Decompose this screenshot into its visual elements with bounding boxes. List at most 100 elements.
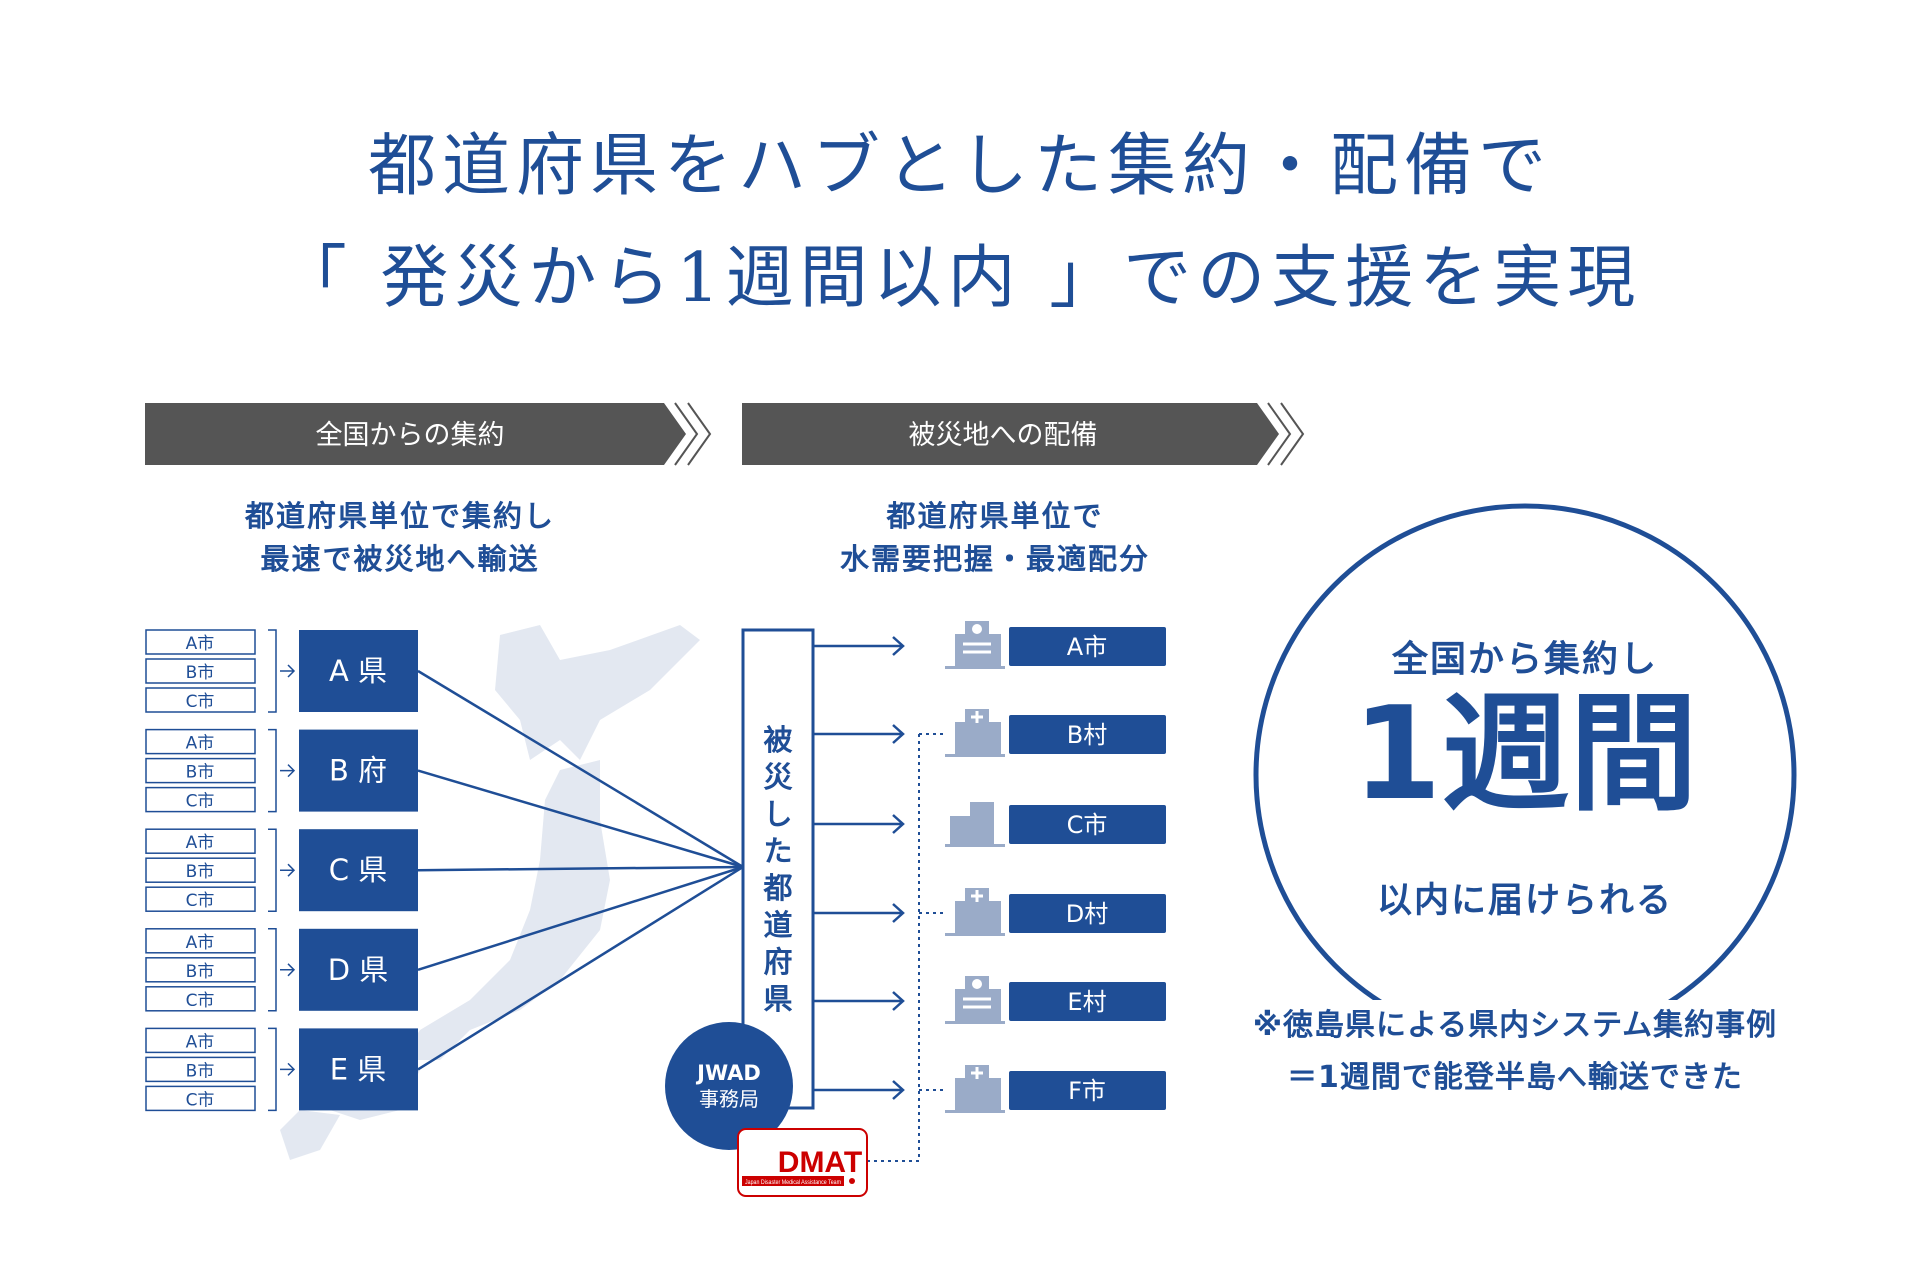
transport-line	[417, 865, 744, 1071]
prefecture-group: A市 B市 C市 A 県	[145, 629, 744, 869]
transport-line	[417, 669, 744, 869]
dmat-logo: DMAT Japan Disaster Medical Assistance T…	[737, 1128, 868, 1197]
destination-label: D村	[1066, 900, 1108, 928]
highlight-line-1: 全国から集約し	[1391, 639, 1658, 680]
jwad-office-badge: JWAD 事務局	[665, 1022, 793, 1150]
city-box	[145, 728, 256, 755]
destination-box	[1009, 894, 1166, 933]
arrow-icon	[813, 903, 905, 923]
destination-item: C市	[813, 802, 1166, 847]
prefecture-label: C 県	[329, 853, 387, 887]
city-box	[145, 629, 256, 655]
destination-box	[1009, 1071, 1166, 1110]
title-line-1: 都道府県をハブとした集約・配備で	[367, 127, 1552, 206]
hub-label-char: 府	[763, 945, 792, 979]
bracket	[268, 1027, 277, 1112]
destination-item: D村	[813, 888, 1166, 936]
arrow-icon	[280, 963, 296, 977]
prefecture-label: B 府	[329, 754, 387, 788]
city-box	[145, 857, 256, 883]
destination-item: A市	[813, 621, 1166, 669]
destination-label: B村	[1067, 721, 1107, 749]
prefecture-box	[299, 829, 418, 912]
city-box	[145, 687, 256, 713]
city-label: C市	[186, 692, 215, 712]
note-line-1: ※徳島県による県内システム集約事例	[1252, 1008, 1778, 1043]
prefecture-group: A市 B市 C市 D 県	[145, 865, 744, 1012]
hospital-icon	[945, 709, 1005, 757]
hub-label-char: た	[763, 834, 792, 868]
highlight-big-text: 1週間	[1352, 680, 1698, 829]
city-label: C市	[186, 991, 215, 1011]
city-label: B市	[186, 962, 215, 982]
phase-bar-collection: 全国からの集約	[145, 402, 712, 466]
arrow-icon	[813, 1080, 905, 1100]
arrow-icon	[813, 814, 905, 834]
prefecture-box	[299, 928, 418, 1011]
arrow-icon	[280, 664, 296, 678]
city-box	[145, 957, 256, 983]
office-label: 事務局	[699, 1087, 759, 1111]
city-box	[145, 786, 256, 813]
city-label: B市	[186, 1061, 215, 1081]
city-box	[145, 928, 256, 954]
hospital-icon	[945, 1065, 1005, 1113]
city-label: A市	[186, 634, 215, 654]
title-line-2: 「 発災から1週間以内 」での支援を実現	[278, 239, 1642, 318]
destination-box	[1009, 715, 1166, 754]
transport-line	[417, 865, 744, 971]
city-label: C市	[186, 1090, 215, 1110]
prefecture-label: D 県	[328, 953, 389, 987]
clinic-icon	[945, 621, 1005, 669]
bracket	[268, 928, 277, 1012]
note-line-2: ＝1週間で能登半島へ輸送できた	[1287, 1060, 1743, 1095]
arrow-icon	[280, 863, 296, 877]
deployment-desc-line-2: 水需要把握・最適配分	[839, 542, 1150, 576]
phase-label-deployment: 被災地への配備	[909, 420, 1098, 451]
prefecture-group: A市 B市 C市 E 県	[145, 865, 744, 1112]
city-box	[145, 1085, 256, 1112]
city-box	[145, 1027, 256, 1054]
transport-line	[417, 769, 744, 869]
destination-item: E村	[813, 976, 1166, 1024]
city-box	[145, 1056, 256, 1083]
prefecture-label: E 県	[330, 1052, 387, 1086]
hub-label-char: 災	[763, 760, 793, 794]
hub-label-char: 県	[763, 982, 792, 1016]
prefecture-box	[299, 1028, 418, 1111]
bracket	[268, 629, 277, 713]
collection-desc-line-1: 都道府県単位で集約し	[244, 499, 555, 533]
destination-label: A市	[1067, 633, 1107, 661]
dmat-dotted-line	[867, 734, 920, 1162]
hub-label-char: 道	[763, 908, 792, 942]
destination-item: B村	[813, 709, 1166, 757]
dmat-subtitle: Japan Disaster Medical Assistance Team	[745, 1180, 841, 1186]
arrow-icon	[280, 764, 296, 778]
city-label: A市	[186, 734, 215, 754]
arrow-icon	[813, 636, 905, 656]
bracket	[268, 828, 277, 912]
destination-label: F市	[1068, 1077, 1106, 1105]
city-box	[145, 886, 256, 912]
arrow-icon	[280, 1062, 296, 1076]
destination-item: F市	[813, 1065, 1166, 1113]
prefecture-box	[299, 630, 418, 712]
city-label: A市	[186, 933, 215, 953]
city-box	[145, 757, 256, 784]
phase-label-collection: 全国からの集約	[316, 420, 505, 451]
destination-box	[1009, 805, 1166, 844]
prefecture-box	[299, 729, 418, 812]
city-label: B市	[186, 663, 215, 683]
city-label: C市	[186, 891, 215, 911]
destination-box	[1009, 982, 1166, 1021]
destination-box	[1009, 627, 1166, 666]
city-box	[145, 828, 256, 854]
collection-desc-line-2: 最速で被災地へ輸送	[260, 542, 540, 576]
collection-description: 都道府県単位で集約し 最速で被災地へ輸送	[200, 495, 600, 581]
hub-label-char: 被	[763, 723, 792, 757]
city-box	[145, 658, 256, 684]
city-label: A市	[186, 1032, 215, 1052]
prefecture-label: A 県	[329, 654, 387, 688]
